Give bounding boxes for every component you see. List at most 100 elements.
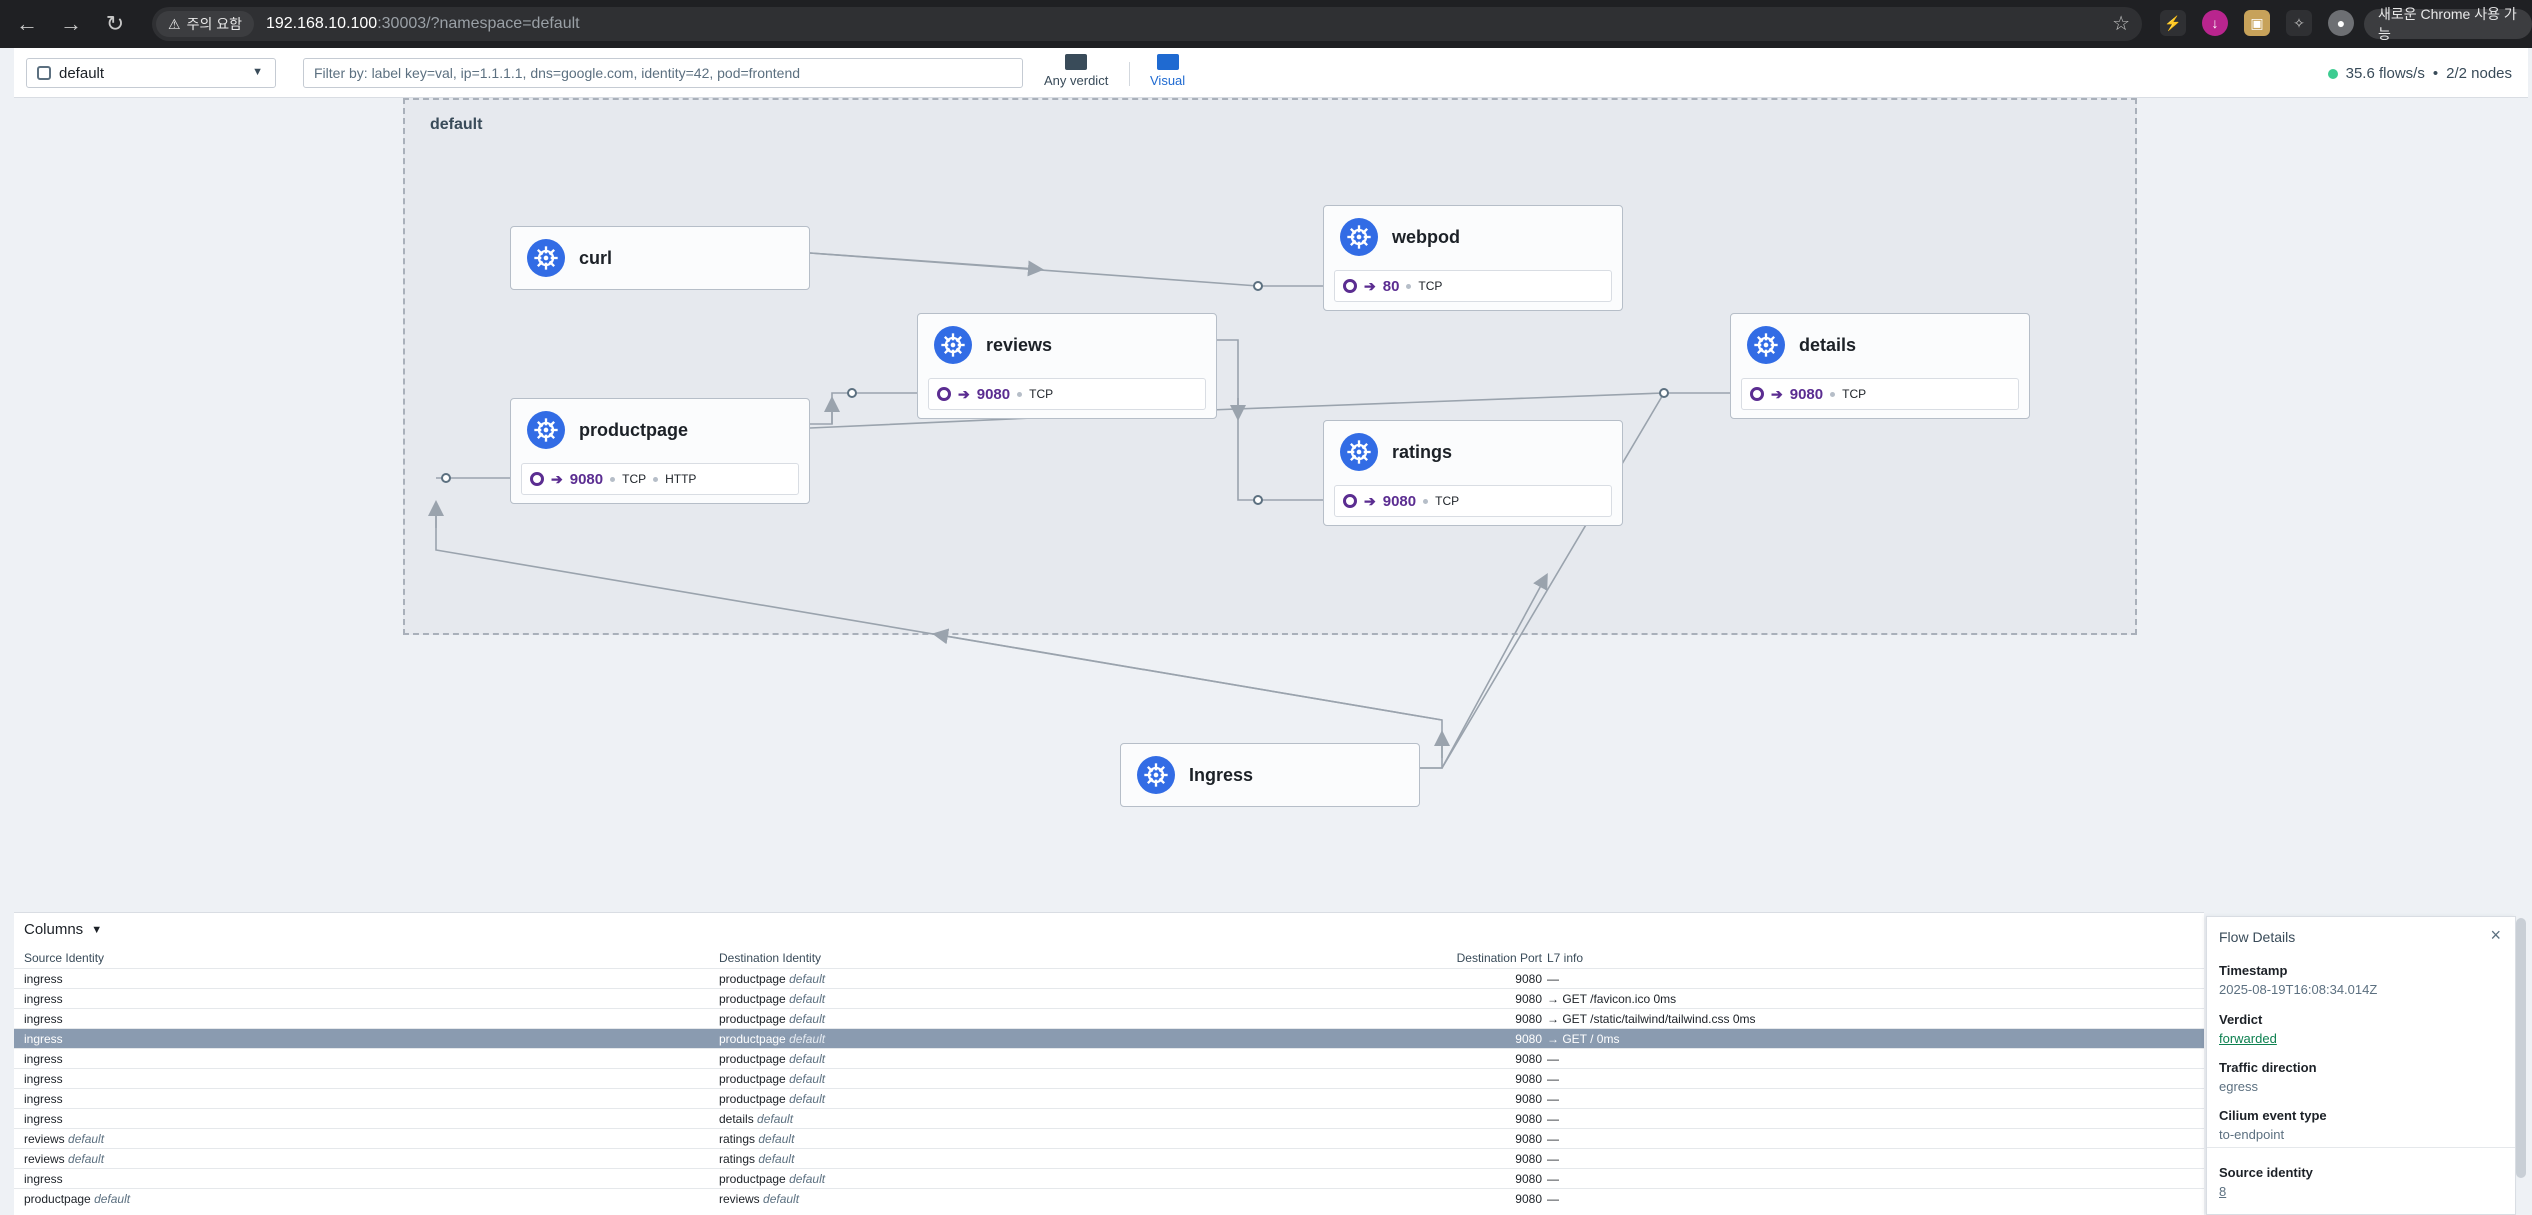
edge-curl-webpod-arrow xyxy=(809,252,1044,277)
url-path: :30003/?namespace=default xyxy=(377,15,580,32)
protocol-label: HTTP xyxy=(665,472,697,486)
header-source[interactable]: Source Identity xyxy=(24,951,105,965)
destination-namespace: default xyxy=(789,1012,826,1026)
source-cell: ingress xyxy=(24,1092,63,1106)
destination-name: productpage xyxy=(719,1092,786,1106)
forward-icon[interactable]: → xyxy=(60,11,82,36)
destination-namespace: default xyxy=(789,1052,826,1066)
service-name: productpage xyxy=(579,419,689,440)
port-cell: 9080 xyxy=(1515,1152,1542,1166)
reload-icon[interactable]: ↻ xyxy=(105,11,125,36)
verdict-value[interactable]: forwarded xyxy=(2219,1031,2277,1046)
destination-name: productpage xyxy=(719,1012,786,1026)
url-text[interactable]: 192.168.10.100:30003/?namespace=default xyxy=(266,15,580,33)
profile-avatar[interactable]: ● xyxy=(2328,10,2354,36)
verdict-icon xyxy=(1065,54,1088,70)
port-number: 80 xyxy=(1382,277,1400,295)
port-row[interactable]: ➔ 9080 TCP xyxy=(1334,485,1612,517)
port-node xyxy=(1659,388,1669,398)
details-scrollbar[interactable] xyxy=(2516,918,2526,1178)
edge-ingress-details-arrow xyxy=(1441,572,1548,769)
port-icon xyxy=(1343,279,1357,293)
destination-name: productpage xyxy=(719,1072,786,1086)
visual-button[interactable]: Visual xyxy=(1150,54,1185,94)
service-card-productpage[interactable]: productpage ➔ 9080 TCP HTTP xyxy=(510,398,810,504)
destination-namespace: default xyxy=(789,992,826,1006)
extension-icon[interactable]: ⚡ xyxy=(2160,10,2186,36)
browser-toolbar: ← → ↻ ⌂ ⚠ 주의 요함 192.168.10.100:30003/?na… xyxy=(0,0,2532,48)
puzzle-icon[interactable]: ✧ xyxy=(2286,10,2312,36)
protocol-label: TCP xyxy=(1435,494,1460,508)
service-card-webpod[interactable]: webpod ➔ 80 TCP xyxy=(1323,205,1623,311)
new-chrome-button[interactable]: 새로운 Chrome 사용 가능 xyxy=(2364,6,2532,42)
filter-placeholder: Filter by: label key=val, ip=1.1.1.1, dn… xyxy=(314,65,801,81)
app-toolbar: default ▼ Filter by: label key=val, ip=1… xyxy=(14,48,2528,98)
port-row[interactable]: ➔ 80 TCP xyxy=(1334,270,1612,302)
port-cell: 9080 xyxy=(1515,1052,1542,1066)
extensions-area: ⚡ ↓ ▣ ✧ ● xyxy=(2160,10,2354,36)
source-cell: ingress xyxy=(24,1052,63,1066)
filter-input[interactable]: Filter by: label key=val, ip=1.1.1.1, dn… xyxy=(303,58,1023,88)
kubernetes-icon xyxy=(1747,326,1785,364)
security-warning-chip[interactable]: ⚠ 주의 요함 xyxy=(156,11,254,37)
security-warning-label: 주의 요함 xyxy=(186,16,242,32)
port-cell: 9080 xyxy=(1515,1112,1542,1126)
destination-cell: productpage default xyxy=(719,1092,825,1106)
source-name: ingress xyxy=(24,1012,63,1026)
edge-productpage-reviews xyxy=(810,392,932,425)
flows-rate: 35.6 flows/s xyxy=(2345,65,2425,82)
extension-icon[interactable]: ▣ xyxy=(2244,10,2270,36)
l7-cell: — xyxy=(1547,1152,1559,1166)
header-l7[interactable]: L7 info xyxy=(1547,951,1584,965)
verdict-filter-button[interactable]: Any verdict xyxy=(1044,54,1108,94)
l7-cell: — xyxy=(1547,1132,1559,1146)
service-card-reviews[interactable]: reviews ➔ 9080 TCP xyxy=(917,313,1217,419)
caret-down-icon: ▼ xyxy=(252,66,263,78)
bookmark-star-icon[interactable]: ☆ xyxy=(2112,13,2130,35)
destination-namespace: default xyxy=(757,1112,794,1126)
download-icon[interactable]: ↓ xyxy=(2202,10,2228,36)
header-port[interactable]: Destination Port xyxy=(1456,951,1542,965)
address-bar[interactable]: ⚠ 주의 요함 192.168.10.100:30003/?namespace=… xyxy=(152,7,2142,41)
columns-button[interactable]: Columns ▼ xyxy=(24,921,102,938)
service-card-curl[interactable]: curl xyxy=(510,226,810,290)
source-cell: reviews default xyxy=(24,1132,104,1146)
flow-edges xyxy=(428,252,1730,769)
destination-cell: productpage default xyxy=(719,1012,825,1026)
port-row[interactable]: ➔ 9080 TCP xyxy=(928,378,1206,410)
kubernetes-icon xyxy=(527,239,565,277)
port-cell: 9080 xyxy=(1515,1172,1542,1186)
close-icon[interactable]: × xyxy=(2490,925,2501,945)
port-cell: 9080 xyxy=(1515,992,1542,1006)
back-icon[interactable]: ← xyxy=(16,11,38,36)
service-card-ingress[interactable]: Ingress xyxy=(1120,743,1420,807)
l7-cell: → GET /static/tailwind/tailwind.css 0ms xyxy=(1547,1012,1756,1026)
destination-name: details xyxy=(719,1112,754,1126)
service-card-ratings[interactable]: ratings ➔ 9080 TCP xyxy=(1323,420,1623,526)
port-row[interactable]: ➔ 9080 TCP HTTP xyxy=(521,463,799,495)
protocol-label: TCP xyxy=(1418,279,1443,293)
source-namespace: default xyxy=(94,1192,131,1206)
source-name: ingress xyxy=(24,1172,63,1186)
port-row[interactable]: ➔ 9080 TCP xyxy=(1741,378,2019,410)
source-identity-value[interactable]: 8 xyxy=(2219,1184,2227,1199)
header-destination[interactable]: Destination Identity xyxy=(719,951,822,965)
destination-name: reviews xyxy=(719,1192,760,1206)
service-card-details[interactable]: details ➔ 9080 TCP xyxy=(1730,313,2030,419)
port-node xyxy=(441,473,451,483)
namespace-select[interactable]: default ▼ xyxy=(26,58,276,88)
l7-cell: → GET / 0ms xyxy=(1547,1032,1620,1046)
destination-name: productpage xyxy=(719,1172,786,1186)
